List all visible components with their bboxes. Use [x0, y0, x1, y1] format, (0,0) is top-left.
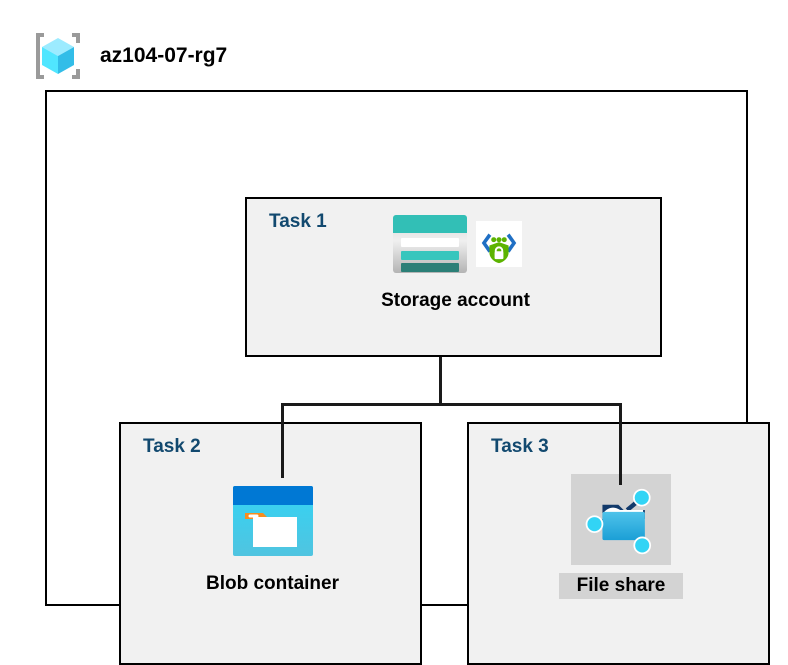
resource-group-header: az104-07-rg7: [30, 28, 227, 84]
node-caption-storage-account: Storage account: [381, 290, 530, 311]
resource-group-container: Task 1: [45, 90, 770, 665]
node-icons-storage-account: [390, 213, 522, 280]
task-box-3: Task 3: [467, 422, 770, 665]
connector-bus-to-file-share: [619, 403, 622, 485]
node-file-share: File share: [521, 474, 721, 599]
node-icons-file-share: [571, 474, 671, 565]
task-label-1: Task 1: [269, 211, 327, 232]
node-blob-container: Blob container: [176, 484, 369, 597]
resource-group-title: az104-07-rg7: [100, 44, 228, 67]
file-share-icon: [583, 480, 659, 561]
blob-container-icon: [231, 484, 315, 563]
task-label-3: Task 3: [491, 436, 549, 457]
connector-storage-to-bus: [439, 357, 442, 405]
resource-group-icon: [30, 28, 86, 84]
storage-security-shield-icon: [475, 221, 522, 272]
node-storage-account: Storage account: [343, 213, 568, 314]
node-caption-blob-container: Blob container: [205, 573, 339, 594]
task-label-2: Task 2: [143, 436, 201, 457]
task-box-2: Task 2: [119, 422, 422, 665]
node-icons-blob-container: [231, 484, 315, 563]
task-box-1: Task 1: [245, 197, 662, 357]
connector-bus-to-blob-container: [281, 403, 284, 478]
node-caption-file-share: File share: [558, 573, 684, 599]
connector-bus-horizontal: [281, 403, 622, 406]
storage-account-icon: [390, 213, 470, 280]
